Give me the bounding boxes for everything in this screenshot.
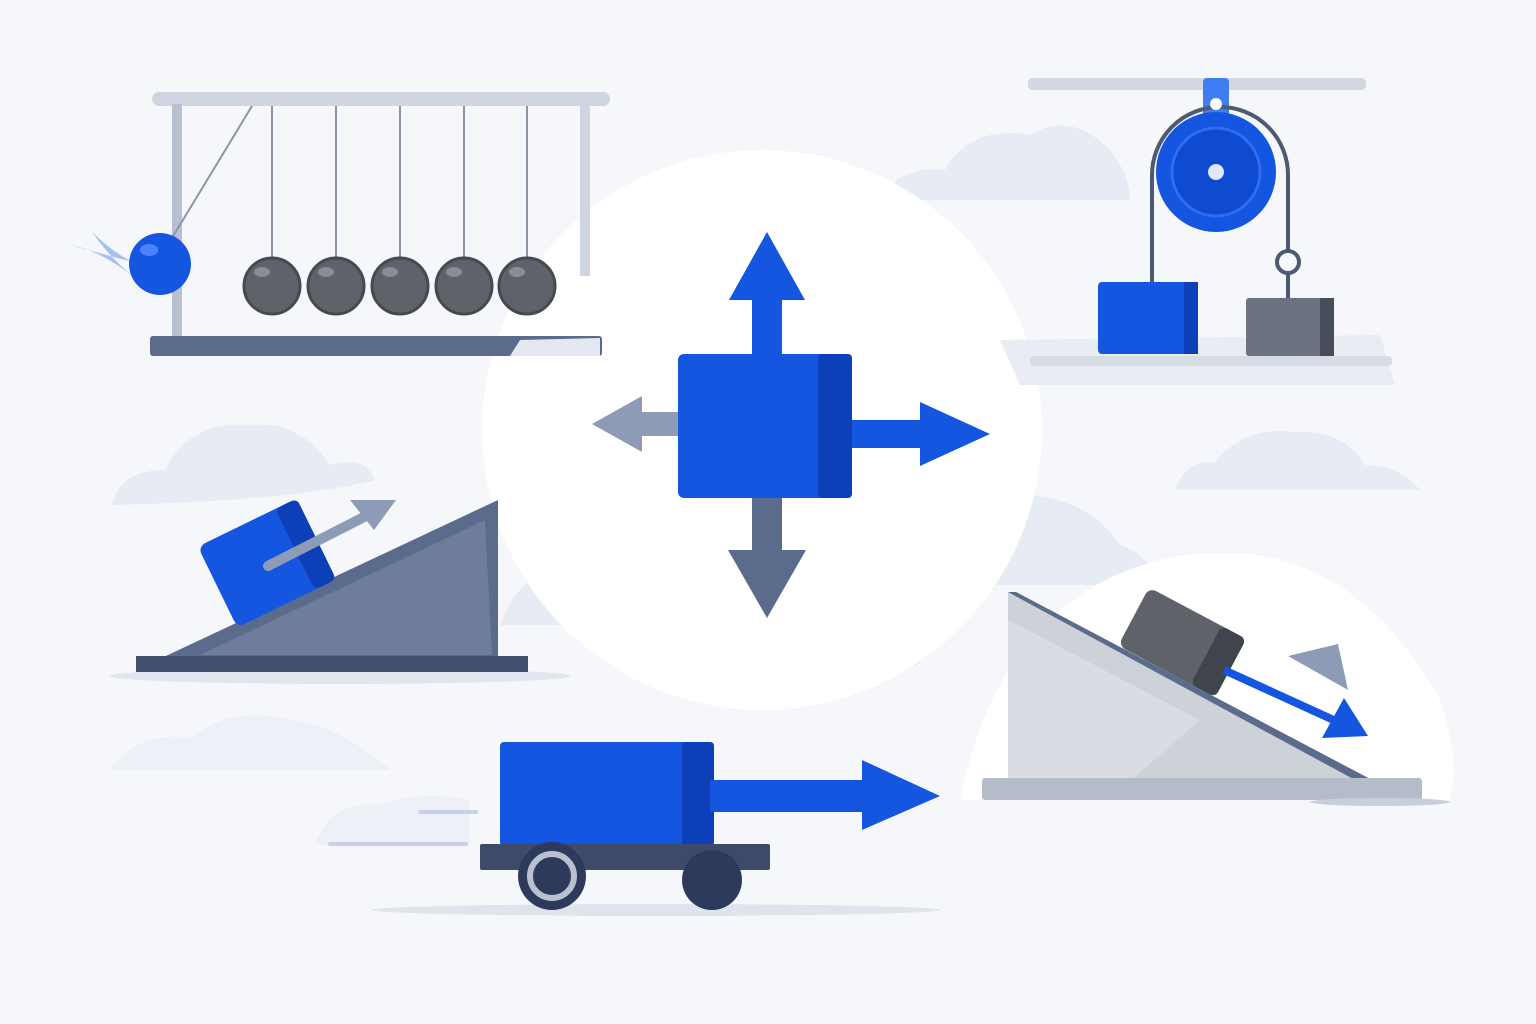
force-diagram-block <box>678 354 852 498</box>
slide-arrow-shaft <box>1222 666 1340 726</box>
cradle-base-shadow <box>510 338 600 356</box>
force-diagram <box>592 232 990 618</box>
resting-ball-4 <box>434 256 494 316</box>
cloud-top-right <box>880 125 1130 200</box>
resting-ball-3 <box>370 256 430 316</box>
cradle-base <box>150 336 602 356</box>
gray-weight <box>1246 298 1334 356</box>
push-arrow-head <box>350 500 396 530</box>
swing-motion-trail <box>70 232 135 278</box>
resting-ball-1 <box>242 256 302 316</box>
blue-weight-side <box>1184 282 1198 354</box>
push-arrow-shaft <box>263 511 371 571</box>
cradle-strings <box>171 105 528 262</box>
cart-shadow <box>372 904 940 916</box>
slide-arrow-head <box>1322 698 1368 738</box>
resting-ball-5 <box>497 256 557 316</box>
cloud-cart <box>315 796 470 845</box>
force-arrow-up <box>729 232 805 358</box>
blue-weight <box>1098 282 1198 354</box>
gray-weight-side <box>1320 298 1334 356</box>
pulley-axle <box>1208 164 1224 180</box>
resting-balls <box>242 256 557 316</box>
pulley-system <box>1028 78 1392 366</box>
cart-push <box>328 742 940 916</box>
friction-arrow-head <box>1288 644 1348 690</box>
cart-cargo-side <box>682 742 714 846</box>
cart-cargo <box>500 742 714 846</box>
cloud-right <box>1175 430 1420 490</box>
cart-wheel-front <box>682 850 742 910</box>
force-arrow-left <box>592 396 690 452</box>
ramp-push-up <box>110 500 570 684</box>
sliding-block <box>1120 590 1245 696</box>
newtons-cradle <box>70 92 610 356</box>
cart-force-arrow <box>710 760 940 830</box>
motion-lines <box>328 810 478 846</box>
incline-right-base <box>982 778 1422 800</box>
incline-right-shadow <box>1310 798 1450 806</box>
force-diagram-block-side <box>818 354 852 498</box>
cradle-left-post <box>172 104 182 340</box>
cradle-top-bar <box>152 92 610 106</box>
swinging-ball <box>129 233 191 295</box>
cart-wheel-rear-rim <box>527 851 577 901</box>
ramp-left-base <box>136 656 528 672</box>
incline-right-shade <box>1008 620 1200 790</box>
resting-ball-2 <box>306 256 366 316</box>
ramp-left-face <box>200 520 492 655</box>
ball-highlights <box>254 267 525 277</box>
cloud-bottom-left <box>110 715 390 770</box>
pulley-pivot-top <box>1210 98 1222 110</box>
force-arrow-down <box>728 490 806 618</box>
pulley-ceiling-bar <box>1028 78 1366 90</box>
cloud-left <box>112 424 375 505</box>
rope-hook-ring <box>1275 249 1301 275</box>
incline-slide-down <box>982 590 1450 806</box>
cradle-right-post <box>580 104 590 276</box>
force-arrow-right <box>842 402 990 466</box>
pulley-floor <box>1030 356 1392 366</box>
incline-right-edge <box>1008 592 1410 800</box>
swinging-ball-highlight <box>140 244 158 256</box>
